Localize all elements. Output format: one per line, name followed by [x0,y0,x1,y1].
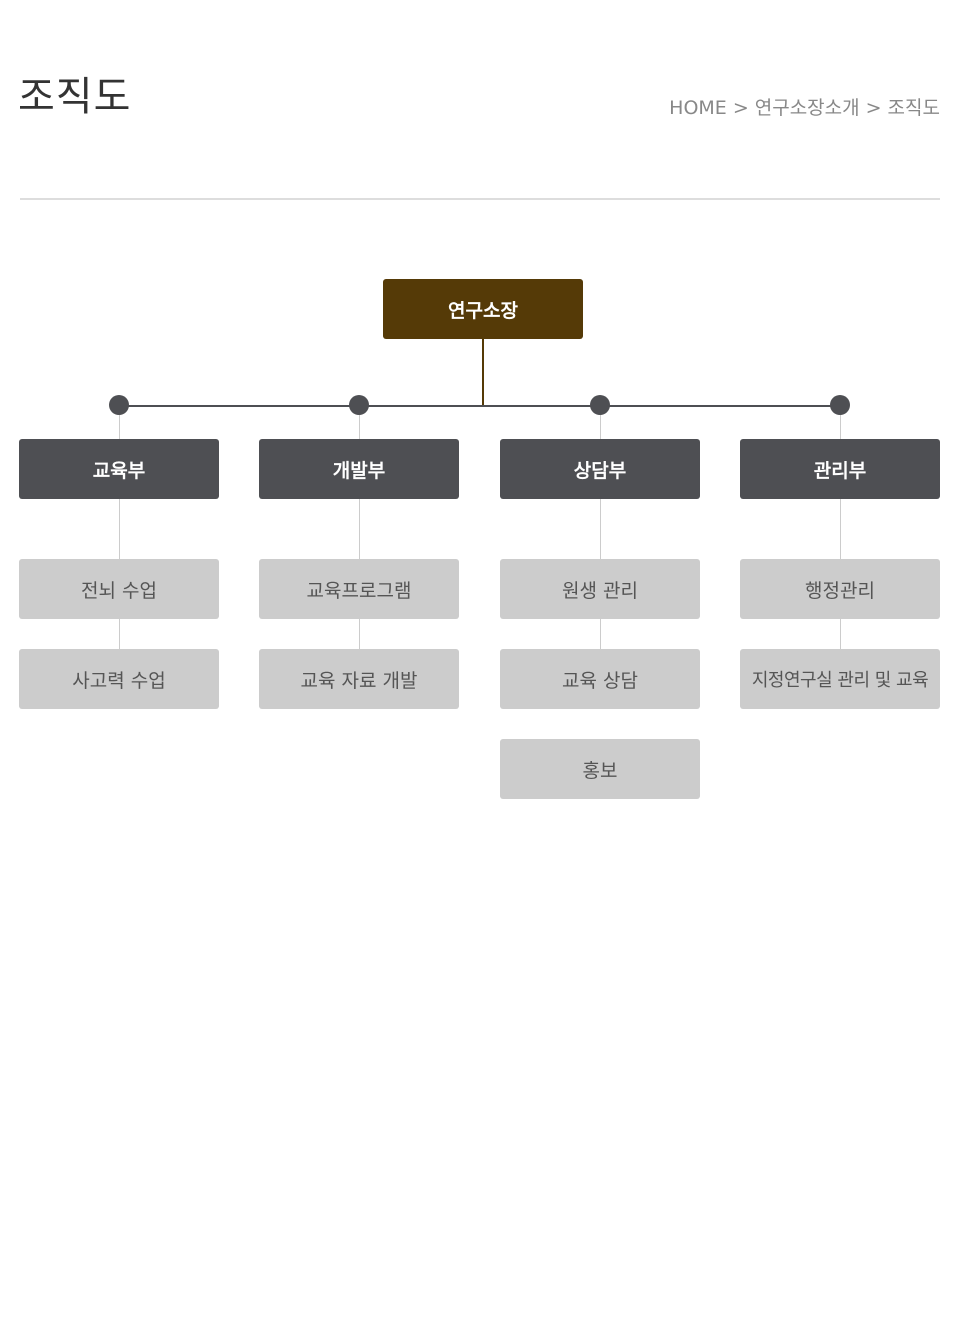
connector-node [349,395,369,415]
breadcrumb: HOME>연구소장소개>조직도 [669,94,940,122]
org-item-box: 교육프로그램 [259,559,459,619]
title-divider [20,198,940,200]
connector-node [830,395,850,415]
breadcrumb-separator: > [865,97,882,119]
breadcrumb-section-link[interactable]: 연구소장소개 [754,97,860,119]
breadcrumb-current: 조직도 [887,97,940,119]
director-connector [482,339,484,406]
department-education: 교육부 [19,439,219,499]
department-connector [119,405,840,407]
org-item-box: 원생 관리 [500,559,700,619]
org-item-box: 교육 자료 개발 [259,649,459,709]
department-management: 관리부 [740,439,940,499]
org-item-box: 행정관리 [740,559,940,619]
org-item-box: 전뇌 수업 [19,559,219,619]
org-item-box: 교육 상담 [500,649,700,709]
breadcrumb-separator: > [732,97,749,119]
node-department-connector [840,415,841,439]
node-department-connector [359,415,360,439]
connector-node [109,395,129,415]
node-department-connector [119,415,120,439]
org-item-box: 홍보 [500,739,700,799]
director-box: 연구소장 [383,279,583,339]
department-development: 개발부 [259,439,459,499]
org-item-box: 지정연구실 관리 및 교육 [740,649,940,709]
connector-node [590,395,610,415]
org-item-box: 사고력 수업 [19,649,219,709]
department-counseling: 상담부 [500,439,700,499]
breadcrumb-home-link[interactable]: HOME [669,97,727,119]
node-department-connector [600,415,601,439]
page-title: 조직도 [18,74,132,120]
